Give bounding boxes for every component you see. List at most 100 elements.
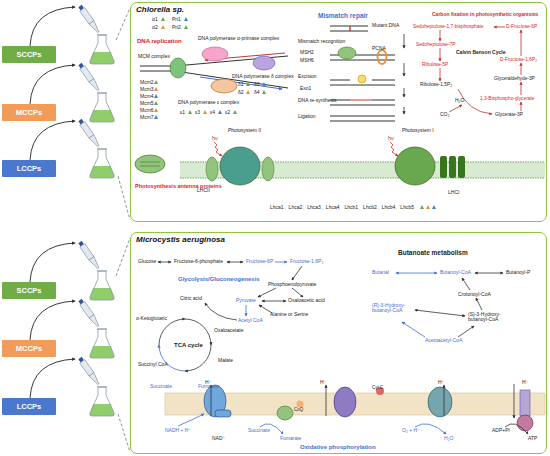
- zoom-guide-line: [116, 238, 130, 276]
- pathway-arrow: [262, 301, 286, 302]
- dosing-arrow: [30, 7, 75, 46]
- pathway-label: D-Fructose-6P: [506, 24, 537, 29]
- pathway-label: Mcm5: [140, 101, 154, 106]
- pathway-arrow: [205, 303, 237, 320]
- mismatch-repair-steps: [358, 75, 366, 83]
- pathway-label: NAD⁺: [212, 436, 225, 441]
- treatment-name: LCCPs: [17, 164, 42, 173]
- pathway-label: O₂ + H⁺: [402, 428, 420, 433]
- respiratory-chain: [178, 414, 204, 426]
- respiratory-chain: [326, 385, 327, 416]
- pathway-label: Malate: [218, 358, 233, 363]
- pathway-label: Succinate: [150, 384, 172, 389]
- flask-symbol: [90, 329, 115, 358]
- pathway-arrow: [227, 262, 243, 263]
- pathway-label: Fumarate: [280, 436, 301, 441]
- dna-replication-fork: [170, 58, 186, 78]
- mismatch-repair-steps: [330, 105, 395, 106]
- pathway-label: Pri1: [172, 17, 181, 22]
- respiratory-chain: [277, 406, 293, 420]
- calvin-cycle-arrow: [494, 27, 505, 28]
- pathway-label: Glycolysis/Gluconeogenesis: [178, 276, 260, 282]
- photosynthesis-membrane: [449, 156, 456, 178]
- pathway-label: Oxidative phosphorylation: [300, 444, 376, 450]
- photosynthesis-membrane: [395, 147, 435, 185]
- respiratory-chain: [444, 385, 445, 416]
- pathway-label: H⁺: [438, 380, 444, 385]
- pathway-label: Succinyl CoA: [138, 362, 168, 367]
- flask-symbol: [90, 35, 115, 416]
- regulation-triangle: [246, 90, 250, 94]
- pathway-arrow: [292, 266, 302, 280]
- pathway-label: LHCI: [448, 190, 459, 195]
- pathway-arrow: [396, 273, 437, 274]
- pathway-label: Succinate: [248, 428, 270, 433]
- regulation-triangle: [420, 205, 424, 209]
- pathway-arrow: [476, 298, 482, 310]
- pipette-symbol: [78, 356, 101, 386]
- pathway-label: hν: [212, 136, 218, 142]
- treatment-tag: LCCPs: [2, 398, 56, 415]
- pathway-label: MSH2: [300, 50, 314, 55]
- pathway-label: Butanal: [372, 270, 389, 275]
- pathway-label: α2: [152, 25, 158, 30]
- regulation-triangle: [154, 108, 158, 112]
- regulation-triangle: [161, 25, 165, 29]
- pathway-label: Exo1: [300, 86, 311, 91]
- photosynthesis-membrane: [220, 147, 260, 185]
- pathway-arrow: [475, 273, 503, 274]
- photosynthesis-membrane: [390, 142, 398, 156]
- treatment-name: MCCPs: [16, 344, 42, 353]
- regulation-triangle: [154, 17, 436, 209]
- pipette-symbol: [78, 240, 101, 270]
- regulation-triangle: [188, 110, 192, 114]
- panel-title: Chlorella sp.: [136, 5, 184, 14]
- respiratory-chain: [215, 410, 231, 417]
- treatment-name: SCCPs: [16, 50, 41, 59]
- pathway-label: H⁺: [205, 380, 211, 385]
- calvin-cycle-arrow: [521, 63, 522, 75]
- regulation-triangle: [203, 110, 207, 114]
- pathway-label: ε1: [180, 110, 185, 115]
- photosynthesis-membrane: [135, 155, 165, 173]
- photosynthesis-membrane: [140, 162, 160, 166]
- photosynthesis-membrane: [135, 142, 545, 185]
- regulation-triangle: [426, 205, 430, 209]
- pathway-label: DNA replication: [137, 38, 182, 44]
- pathway-arrow: [258, 288, 276, 297]
- pathway-arrow: [458, 326, 474, 337]
- pathway-label: H₂O: [444, 436, 453, 441]
- pathway-label: Pyruvate: [236, 298, 256, 303]
- pathway-label: Acetoacetyl-CoA: [425, 338, 462, 343]
- pathway-label: Carbon fixation in photosynthetic organi…: [432, 12, 538, 17]
- pathway-label: Butanoyl-CoA: [440, 270, 471, 275]
- pathway-label: DNA polymerase ε complex: [178, 100, 239, 105]
- pathway-label: Lhca1、Lhca2、Lhca3、Lhca4、Lhcb1、Lhcb2、Lhcb…: [270, 205, 414, 210]
- pathway-label: Glycerate-3P: [495, 112, 523, 117]
- respiratory-chain: [514, 384, 515, 418]
- pathway-arrow: [246, 305, 247, 316]
- regulation-triangle: [184, 25, 188, 29]
- regulation-triangle: [246, 82, 250, 86]
- pathway-label: Mcm7: [140, 115, 154, 120]
- respiratory-chain: [211, 385, 212, 416]
- pathway-arrow: [415, 310, 465, 316]
- pathway-label: DNA polymerase δ complex: [232, 74, 294, 79]
- regulation-triangle: [154, 94, 158, 98]
- respiratory-chain: [520, 390, 530, 416]
- pathway-label: Fructose-1,6P₂: [290, 259, 323, 264]
- mismatch-repair-steps: [349, 26, 350, 31]
- treatment-tag: SCCPs: [2, 46, 56, 63]
- zoom-guide-line: [118, 414, 130, 452]
- flask-symbol: [90, 93, 115, 122]
- mismatch-repair-steps: [330, 31, 368, 32]
- dosing-arrow: [30, 65, 75, 104]
- pathway-label: H⁺: [320, 380, 326, 385]
- pathway-label: Alanine or Serine: [270, 312, 308, 317]
- pathway-label: (R)-3-Hydroxy-butanoyl-CoA: [372, 303, 414, 314]
- pipette-symbol: [78, 62, 101, 92]
- calvin-cycle-arrow: [440, 68, 441, 81]
- pipette-symbol: [78, 118, 101, 148]
